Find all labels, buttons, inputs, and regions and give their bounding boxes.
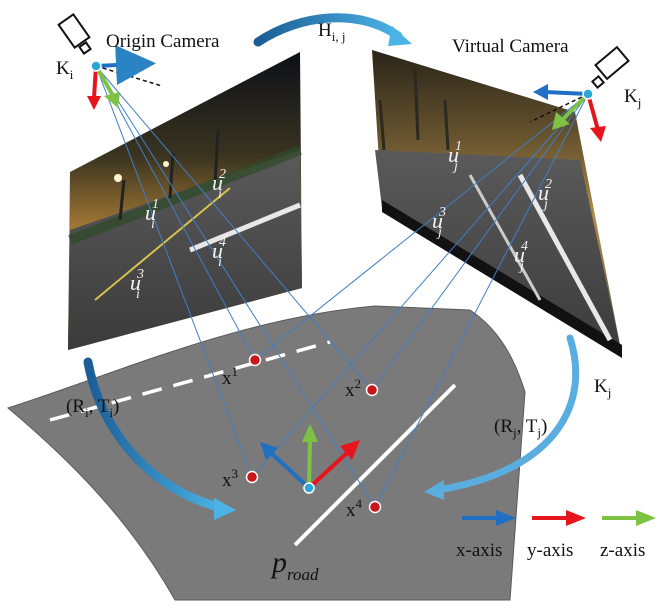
world-point-3-label: x3 bbox=[222, 466, 238, 491]
legend-y-axis: y-axis bbox=[527, 510, 586, 561]
world-point-1-label: x1 bbox=[222, 364, 238, 389]
world-point-1-marker bbox=[248, 353, 262, 367]
road-origin bbox=[303, 482, 315, 494]
world-point-2-label: x2 bbox=[345, 376, 361, 401]
right-transform-label: (Rj, Tj) bbox=[494, 416, 547, 440]
origin-intrinsics-label: Ki bbox=[56, 58, 74, 82]
left-projection-rays bbox=[95, 65, 376, 508]
right-extrinsic-arrow bbox=[424, 334, 580, 500]
origin-camera-icon bbox=[57, 12, 163, 110]
virtual-camera-label: Virtual Camera bbox=[452, 36, 569, 57]
world-point-markers bbox=[245, 353, 382, 514]
legend-z-axis: z-axis bbox=[600, 510, 656, 561]
world-point-3-marker bbox=[245, 470, 259, 484]
homography-arrow bbox=[253, 13, 412, 47]
legend-y-axis-label: y-axis bbox=[527, 540, 573, 561]
road-plane-label: proad bbox=[270, 546, 319, 584]
right-projection-rays bbox=[251, 93, 589, 508]
left-extrinsic-arrow bbox=[83, 357, 236, 520]
world-point-4-marker bbox=[368, 500, 382, 514]
axis-legend: x-axis y-axis z-axis bbox=[456, 510, 656, 561]
legend-x-axis-label: x-axis bbox=[456, 540, 502, 561]
virtual-intrinsics-side-label: Kj bbox=[594, 376, 611, 400]
origin-camera-center bbox=[90, 60, 102, 72]
virtual-intrinsics-label: Kj bbox=[624, 86, 641, 110]
virtual-camera-center bbox=[582, 88, 594, 100]
virtual-camera-icon bbox=[529, 45, 630, 142]
world-point-2-marker bbox=[365, 383, 379, 397]
homography-label: Hi, j bbox=[318, 20, 345, 44]
origin-image-plane bbox=[68, 52, 302, 350]
legend-x-axis: x-axis bbox=[456, 510, 516, 561]
legend-z-axis-label: z-axis bbox=[600, 540, 645, 561]
road-axes bbox=[260, 424, 360, 494]
origin-camera-label: Origin Camera bbox=[106, 31, 220, 52]
world-point-4-label: x4 bbox=[346, 496, 363, 521]
left-transform-label: (Ri, Ti) bbox=[66, 396, 119, 420]
